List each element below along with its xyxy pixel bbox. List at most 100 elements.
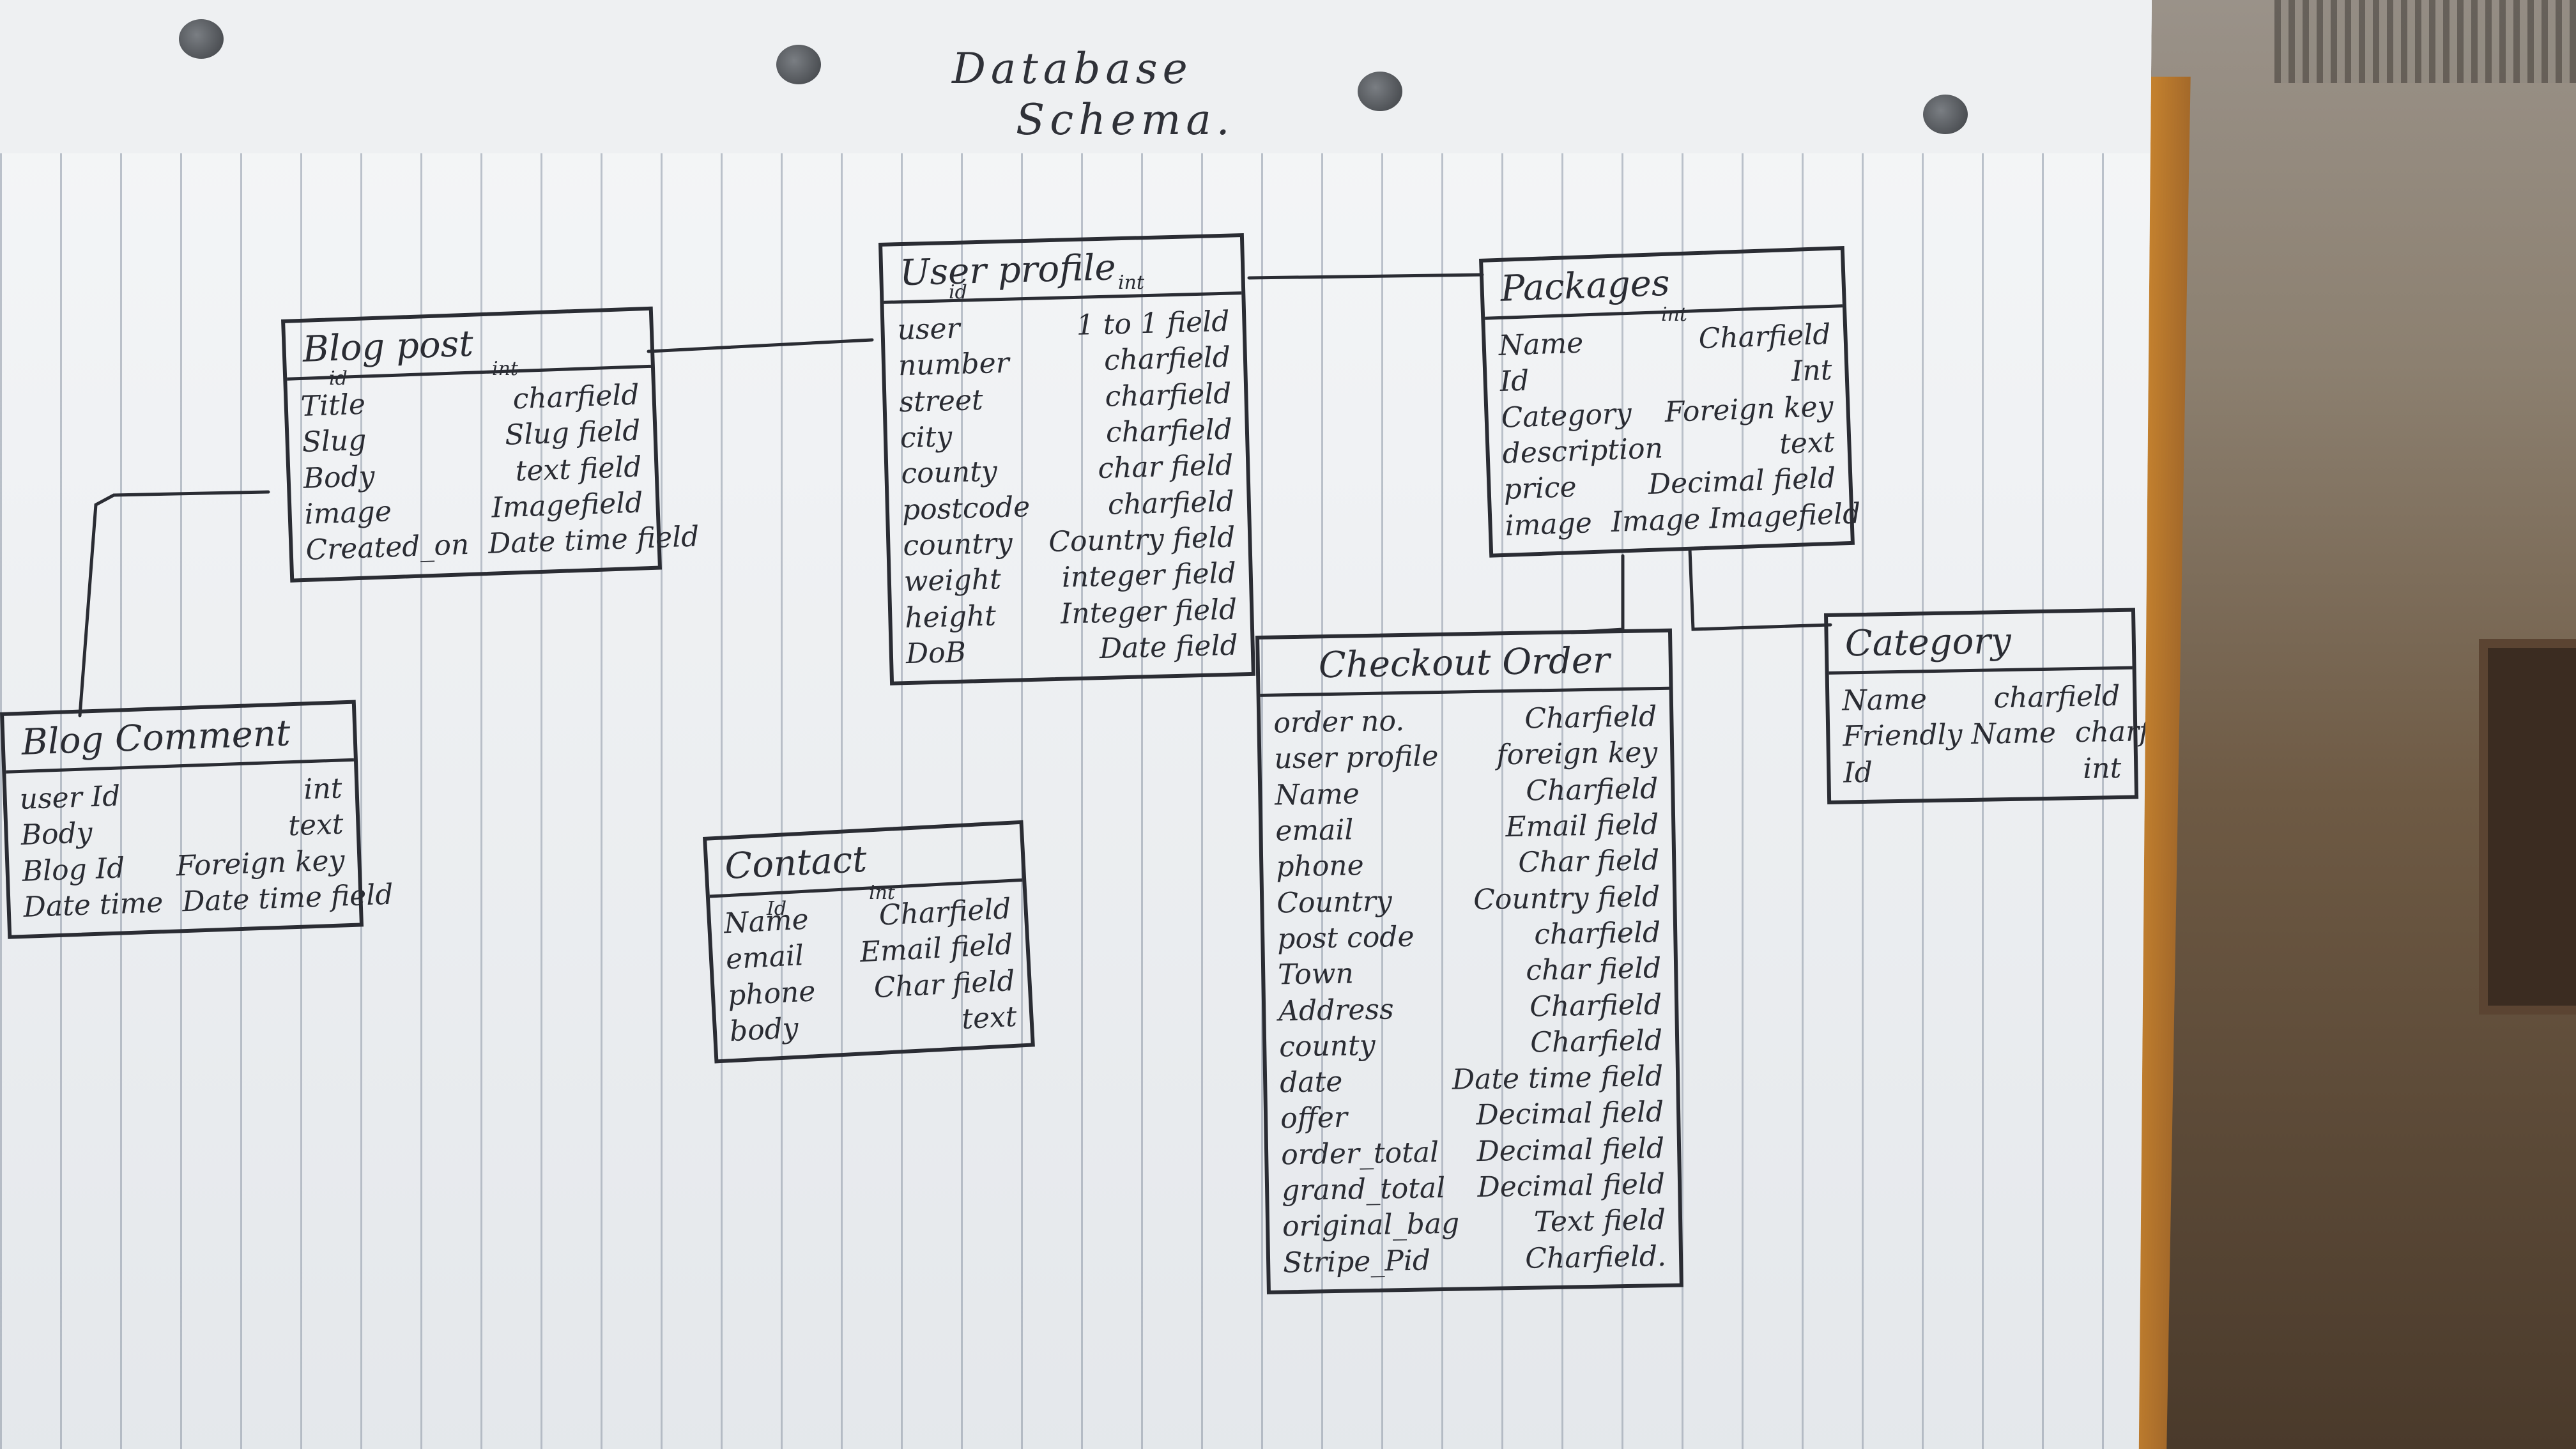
field-type: text [960,1000,1018,1036]
field-row: email Email field [1275,807,1659,850]
annotation-id: id [329,367,348,390]
link-blogpost-userprofile [647,338,874,353]
field-type: Charfield [1525,772,1659,808]
field-type: Slug field [504,414,641,452]
annotation-int: int [492,358,518,380]
field-type: charfield [1104,377,1232,413]
field-name: height [904,599,997,634]
field-type: Char field [1517,844,1660,880]
field-name: date [1279,1065,1343,1100]
field-type: charfield [1103,341,1231,378]
field-type: Charfield [1529,988,1662,1023]
field-type: integer field [1061,556,1237,594]
field-name: county [900,455,998,491]
field-type: text [1779,425,1836,461]
field-name: Body [302,459,376,495]
field-name: weight [903,563,1002,599]
field-name: Town [1277,957,1354,992]
field-name: postcode [901,490,1031,526]
field-type: Charfield [1698,318,1832,356]
field-name: county [1278,1029,1376,1064]
entity-user-profile-title: User profile [882,237,1242,304]
field-type: charfield [1533,916,1661,951]
field-name: image [1504,506,1593,542]
field-name: number [898,347,1010,383]
field-type: 1 to 1 field [1076,305,1230,342]
field-row: Name Charfield [1275,771,1659,814]
field-name: street [898,383,984,418]
annotation-id: id [949,281,967,303]
annotation-id: Id [767,898,787,920]
background-vent [2274,0,2576,83]
entity-category-title: Category [1828,611,2133,675]
field-name: Id [1499,364,1530,399]
field-name: body [728,1011,799,1048]
field-type: charfield [1993,679,2120,715]
field-type: int [2082,751,2122,785]
field-row: order no.Charfield [1273,699,1657,742]
field-type: charfield [1105,413,1233,449]
field-type: charfield [1107,485,1235,521]
field-name: Name [1841,683,1928,717]
field-type: Decimal field [1476,1096,1664,1132]
punch-hole [1923,95,1968,134]
punch-hole [179,19,224,59]
field-name: user [896,312,961,347]
field-type: Foreign key [1664,390,1834,429]
field-type: Date time field [1452,1060,1664,1096]
annotation-int: int [869,882,895,904]
field-name: Address [1278,992,1395,1027]
field-name: email [724,939,805,976]
entity-checkout-order-title: Checkout Order [1259,632,1669,697]
field-name: Friendly Name [1842,717,2057,753]
field-name: image [303,495,392,531]
field-name: Body [20,816,93,852]
field-type: Decimal field [1647,461,1837,502]
field-type: Charfield. [1524,1239,1667,1275]
field-type: text field [514,450,643,487]
field-type: charfield [512,378,640,416]
field-name: Slug [301,424,367,459]
annotation-int: int [1118,272,1144,294]
field-name: phone [726,974,816,1012]
punch-hole [776,45,821,84]
field-name: email [1275,813,1354,848]
field-type: Email field [1505,808,1659,844]
link-userprofile-packages [1247,273,1484,280]
entity-checkout-order: Checkout Order order no.Charfield user p… [1255,628,1683,1294]
field-name: Stripe_Pid [1282,1244,1431,1280]
field-type: Foreign key [175,843,346,883]
field-type: char field [1097,448,1234,486]
field-row: Stripe_Pid Charfield. [1283,1239,1667,1282]
field-name: Name [1274,777,1360,812]
link-packages-category [1688,548,1832,631]
field-name: price [1503,471,1577,507]
link-blogpost-blogcomment [78,490,270,717]
field-name: Name [1498,326,1584,362]
field-row: date Date time field [1280,1059,1664,1101]
field-name: Date time [22,886,164,924]
field-name: Created_on [305,528,470,567]
field-name: city [900,420,953,455]
field-type: Integer field [1060,593,1238,631]
field-type: text [288,808,344,843]
field-type: Imagefield [491,486,644,525]
